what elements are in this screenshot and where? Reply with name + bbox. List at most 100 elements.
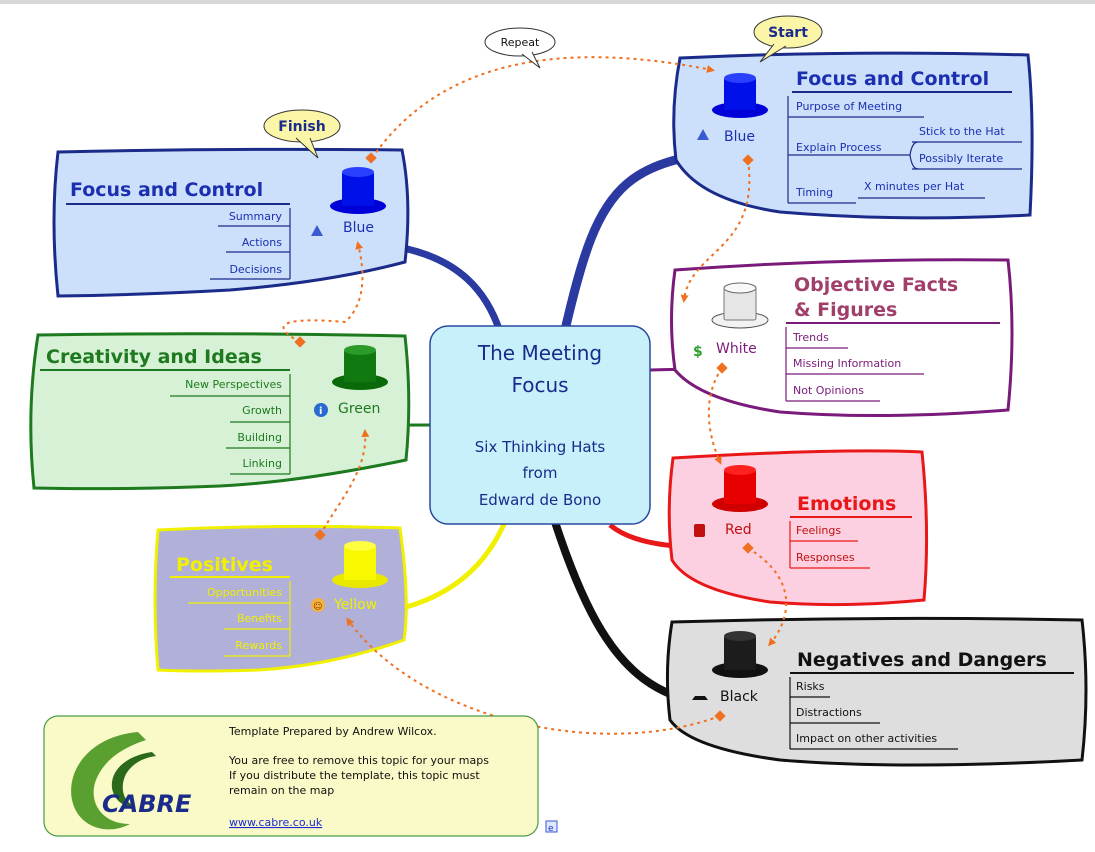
black-hat-label: Black	[720, 689, 759, 705]
svg-text:☺: ☺	[313, 601, 322, 612]
central-box	[429, 325, 651, 525]
cabre-note[interactable]: CABRE Template Prepared by Andrew Wilcox…	[43, 715, 558, 837]
start-callout[interactable]: Start	[753, 15, 823, 63]
white-box	[670, 258, 1014, 418]
cabre-logo-text: CABRE	[102, 790, 192, 818]
red-topic[interactable]: Red Emotions Feelings Responses	[667, 449, 929, 607]
black-item-0[interactable]: Risks	[796, 680, 825, 693]
blue-triangle-icon	[697, 129, 709, 140]
green-heading: Creativity and Ideas	[46, 346, 262, 368]
white-topic[interactable]: $ White Objective Facts & Figures Trends…	[670, 258, 1014, 418]
blue-left-hat-label: Blue	[343, 220, 374, 236]
cabre-line-3: If you distribute the template, this top…	[229, 769, 480, 782]
black-item-1[interactable]: Distractions	[796, 706, 862, 719]
smiley-icon	[311, 598, 325, 612]
white-item-2[interactable]: Not Opinions	[793, 384, 864, 397]
green-item-3[interactable]: Linking	[242, 457, 282, 470]
black-box	[665, 616, 1088, 767]
svg-text:e: e	[548, 824, 554, 834]
green-item-2[interactable]: Building	[237, 431, 282, 444]
white-heading-line2: & Figures	[794, 299, 897, 321]
green-item-0[interactable]: New Perspectives	[185, 378, 282, 391]
info-icon	[314, 403, 328, 417]
white-item-0[interactable]: Trends	[792, 331, 829, 344]
blue-left-topic[interactable]: Blue Focus and Control Summary Actions D…	[52, 147, 410, 298]
green-topic[interactable]: i Green Creativity and Ideas New Perspec…	[29, 332, 411, 491]
green-box	[29, 332, 411, 491]
yellow-heading: Positives	[176, 554, 273, 576]
red-item-0[interactable]: Feelings	[796, 524, 841, 537]
blue-top-topic[interactable]: Blue Focus and Control Purpose of Meetin…	[672, 51, 1034, 220]
white-hat-icon	[711, 282, 769, 329]
center-title-2: Focus	[511, 373, 568, 397]
blue-top-item-0[interactable]: Purpose of Meeting	[796, 100, 902, 113]
black-small-hat-icon	[692, 696, 708, 700]
blue-hat-icon-left	[330, 167, 386, 214]
blue-top-sub-timing[interactable]: X minutes per Hat	[864, 180, 965, 193]
central-topic[interactable]: The Meeting Focus Six Thinking Hats from…	[429, 325, 651, 525]
arrow-red-to-black	[747, 547, 788, 647]
cabre-box	[43, 715, 539, 837]
yellow-item-0[interactable]: Opportunities	[207, 586, 282, 599]
arrow-repeat	[371, 56, 715, 159]
arrow-start-to-white	[680, 159, 751, 303]
finish-label: Finish	[278, 119, 325, 135]
yellow-item-2[interactable]: Rewards	[235, 639, 282, 652]
arrow-diamonds	[294, 152, 754, 722]
white-item-1[interactable]: Missing Information	[793, 357, 901, 370]
blue-left-item-0[interactable]: Summary	[229, 210, 283, 223]
blue-left-triangle-icon	[311, 225, 323, 236]
yellow-box	[153, 524, 408, 673]
link-icon[interactable]	[545, 820, 558, 833]
black-heading: Negatives and Dangers	[797, 649, 1047, 671]
cabre-line-2: You are free to remove this topic for yo…	[228, 754, 489, 767]
blue-left-item-2[interactable]: Decisions	[229, 263, 282, 276]
cabre-logo: CABRE	[71, 732, 192, 830]
green-hat-label: Green	[338, 401, 380, 417]
black-hat-icon	[712, 631, 768, 678]
center-title-1: The Meeting	[477, 341, 602, 365]
blue-hat-icon	[712, 73, 768, 118]
blue-top-sub-0[interactable]: Stick to the Hat	[919, 125, 1005, 138]
yellow-topic[interactable]: ☺ Yellow Positives Opportunities Benefit…	[153, 524, 408, 673]
green-item-1[interactable]: Growth	[242, 404, 282, 417]
red-hat-label: Red	[725, 522, 752, 538]
blue-top-hat-label: Blue	[724, 129, 755, 145]
center-sub-1: Six Thinking Hats	[475, 438, 606, 456]
yellow-hat-icon	[332, 541, 388, 588]
blue-top-heading: Focus and Control	[796, 68, 989, 90]
svg-text:i: i	[319, 406, 322, 417]
blue-top-sub-1[interactable]: Possibly Iterate	[919, 152, 1003, 165]
white-heading-line1: Objective Facts	[794, 274, 958, 296]
blue-top-item-2[interactable]: Timing	[795, 186, 833, 199]
yellow-hat-label: Yellow	[333, 597, 377, 613]
cabre-link[interactable]: www.cabre.co.uk	[229, 816, 323, 829]
blue-left-box	[52, 147, 410, 298]
black-topic[interactable]: Black Negatives and Dangers Risks Distra…	[665, 616, 1088, 767]
blue-left-heading: Focus and Control	[70, 179, 263, 201]
green-hat-icon	[332, 345, 388, 390]
red-item-1[interactable]: Responses	[796, 551, 855, 564]
yellow-item-1[interactable]: Benefits	[237, 612, 282, 625]
blue-top-item-1[interactable]: Explain Process	[796, 141, 882, 154]
repeat-label: Repeat	[501, 36, 540, 49]
black-item-2[interactable]: Impact on other activities	[796, 732, 937, 745]
red-bucket-icon	[694, 524, 705, 537]
start-label: Start	[768, 25, 808, 41]
top-border	[0, 0, 1095, 4]
blue-left-item-1[interactable]: Actions	[242, 236, 282, 249]
relationship-arrows	[282, 56, 788, 735]
dollar-icon: $	[693, 344, 703, 360]
white-hat-label: White	[716, 341, 757, 357]
blue-top-box	[672, 51, 1034, 220]
center-sub-2: from	[523, 464, 558, 482]
center-sub-3: Edward de Bono	[479, 491, 601, 509]
red-hat-icon	[712, 465, 768, 512]
arrow-green-to-blue	[282, 241, 364, 343]
cabre-line-1: Template Prepared by Andrew Wilcox.	[228, 725, 437, 738]
red-heading: Emotions	[797, 493, 896, 515]
finish-callout[interactable]: Finish	[263, 109, 341, 159]
repeat-callout[interactable]: Repeat	[484, 27, 556, 69]
cabre-line-4: remain on the map	[229, 784, 334, 797]
